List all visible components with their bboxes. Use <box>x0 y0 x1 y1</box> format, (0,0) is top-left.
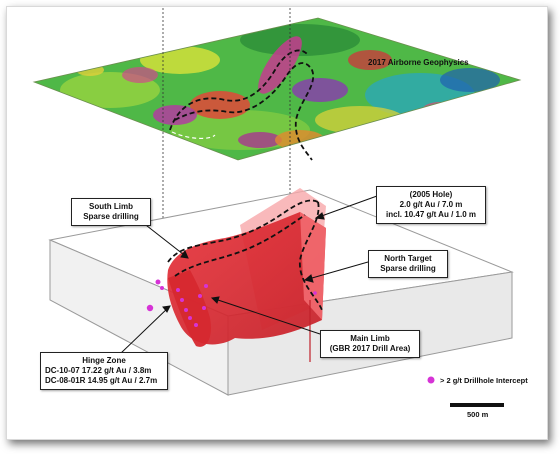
callout-main-limb: Main Limb (GBR 2017 Drill Area) <box>320 330 420 358</box>
scale-bar <box>450 403 504 407</box>
callout-south-limb: South Limb Sparse drilling <box>71 198 151 226</box>
hinge-zone-hole-1: DC-10-07 17.22 g/t Au / 3.8m <box>45 366 152 375</box>
hole-2005-title: (2005 Hole) <box>409 190 453 199</box>
north-target-note: Sparse drilling <box>380 264 436 273</box>
legend-label: > 2 g/t Drillhole Intercept <box>440 376 528 385</box>
map-fold-outline-white <box>171 131 216 139</box>
south-limb-title: South Limb <box>89 202 133 211</box>
map-title: 2017 Airborne Geophysics <box>368 58 469 67</box>
geophysics-map <box>32 17 522 161</box>
hinge-zone-title: Hinge Zone <box>82 356 126 365</box>
hole-2005-grade: 2.0 g/t Au / 7.0 m <box>399 200 463 209</box>
main-limb-title: Main Limb <box>350 334 390 343</box>
orebody-fold-outline <box>167 199 323 311</box>
callout-2005-hole: (2005 Hole) 2.0 g/t Au / 7.0 m incl. 10.… <box>376 186 486 224</box>
callout-north-target: North Target Sparse drilling <box>368 250 448 278</box>
callout-leaders <box>119 195 378 355</box>
map-fold-outline <box>169 49 315 161</box>
legend-marker <box>427 376 435 384</box>
hole-2005-incl: incl. 10.47 g/t Au / 1.0 m <box>386 210 476 219</box>
scale-bar-label: 500 m <box>467 410 489 419</box>
hinge-zone-hole-2: DC-08-01R 14.95 g/t Au / 2.7m <box>45 376 158 385</box>
main-limb-note: (GBR 2017 Drill Area) <box>329 344 411 353</box>
south-limb-note: Sparse drilling <box>83 212 139 221</box>
drillhole-intercepts <box>146 279 317 327</box>
north-target-title: North Target <box>384 254 432 263</box>
callout-hinge-zone: Hinge Zone DC-10-07 17.22 g/t Au / 3.8m … <box>40 352 168 390</box>
